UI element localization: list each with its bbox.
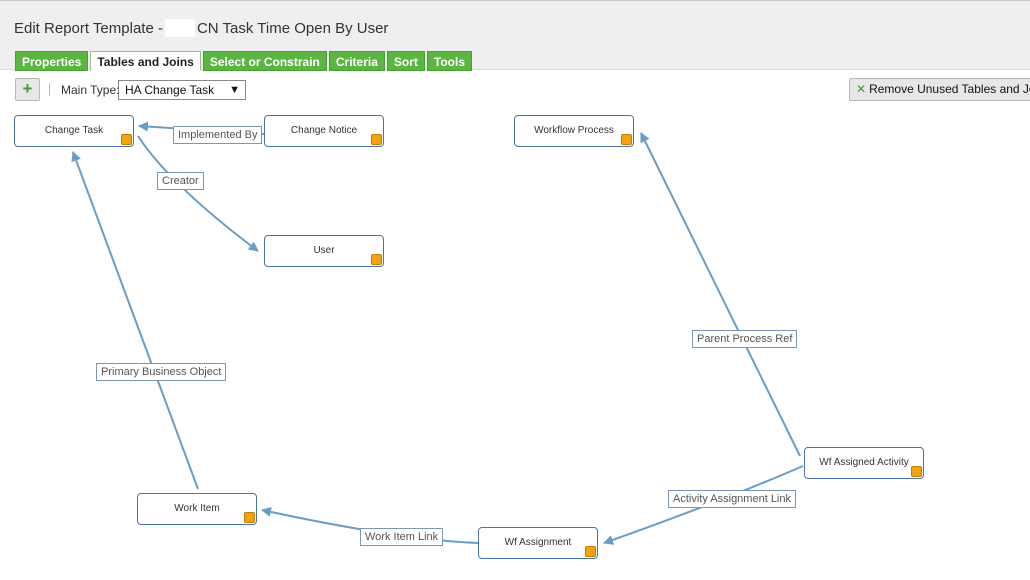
node-handle-icon[interactable]: [585, 546, 596, 557]
link-label-creator[interactable]: Creator: [157, 172, 204, 190]
plus-icon: +: [22, 79, 33, 98]
node-label: Work Item: [174, 503, 220, 514]
remove-unused-button[interactable]: ✕Remove Unused Tables and Joins: [849, 78, 1030, 101]
link-parent-process-ref[interactable]: [640, 132, 801, 457]
node-handle-icon[interactable]: [121, 134, 132, 145]
link-label-work-item-link[interactable]: Work Item Link: [360, 528, 444, 546]
chevron-down-icon: ▼: [229, 84, 240, 96]
table-node-user[interactable]: User: [264, 235, 384, 267]
toolbar-divider: [49, 83, 50, 96]
toolbar: + Main Type: HA Change Task ▼ ✕Remove Un…: [0, 70, 1030, 110]
tab-criteria[interactable]: Criteria: [328, 51, 385, 71]
node-label: Change Task: [44, 125, 104, 136]
node-handle-icon[interactable]: [244, 512, 255, 523]
main-type-label: Main Type:: [61, 83, 120, 97]
node-handle-icon[interactable]: [371, 134, 382, 145]
title-suffix: CN Task Time Open By User: [196, 20, 389, 37]
node-handle-icon[interactable]: [371, 254, 382, 265]
node-label: Wf Assignment: [504, 537, 572, 548]
redacted-block: [164, 19, 195, 37]
link-label-activity-assignment-link[interactable]: Activity Assignment Link: [668, 490, 796, 508]
node-handle-icon[interactable]: [911, 466, 922, 477]
node-label: User: [313, 245, 335, 256]
remove-x-icon: ✕: [856, 82, 867, 96]
node-handle-icon[interactable]: [621, 134, 632, 145]
page-title: Edit Report Template - CN Task Time Open …: [14, 19, 388, 37]
tab-tables-and-joins[interactable]: Tables and Joins: [90, 51, 201, 71]
top-border: [0, 0, 1030, 1]
tab-tools[interactable]: Tools: [426, 51, 472, 71]
link-label-primary-business-object[interactable]: Primary Business Object: [96, 363, 227, 381]
tab-sort[interactable]: Sort: [386, 51, 425, 71]
main-type-value: HA Change Task: [125, 83, 215, 97]
link-primary-business-object[interactable]: [71, 151, 199, 490]
title-prefix: Edit Report Template -: [14, 20, 163, 37]
node-label: Wf Assigned Activity: [819, 457, 909, 468]
link-label-parent-process-ref[interactable]: Parent Process Ref: [692, 330, 798, 348]
node-label: Workflow Process: [534, 125, 614, 136]
join-links: [71, 121, 804, 545]
node-label: Change Notice: [290, 125, 358, 136]
tab-properties[interactable]: Properties: [15, 51, 89, 71]
table-node-work-item[interactable]: Work Item: [137, 493, 257, 525]
main-type-select[interactable]: HA Change Task ▼: [118, 80, 246, 100]
link-creator[interactable]: [137, 135, 259, 252]
tab-bar: Properties Tables and Joins Select or Co…: [15, 51, 472, 71]
join-diagram-canvas: Change Task Change Notice User Workflow …: [0, 110, 1030, 580]
table-node-change-notice[interactable]: Change Notice: [264, 115, 384, 147]
table-node-workflow-process[interactable]: Workflow Process: [514, 115, 634, 147]
table-node-change-task[interactable]: Change Task: [14, 115, 134, 147]
tab-select-or-constrain[interactable]: Select or Constrain: [202, 51, 327, 71]
page-header: Edit Report Template - CN Task Time Open …: [0, 1, 1030, 71]
remove-unused-label: Remove Unused Tables and Joins: [869, 82, 1030, 96]
link-label-implemented-by[interactable]: Implemented By: [173, 126, 263, 144]
add-table-button[interactable]: +: [15, 78, 40, 101]
table-node-wf-assignment[interactable]: Wf Assignment: [478, 527, 598, 559]
table-node-wf-assigned-activity[interactable]: Wf Assigned Activity: [804, 447, 924, 479]
